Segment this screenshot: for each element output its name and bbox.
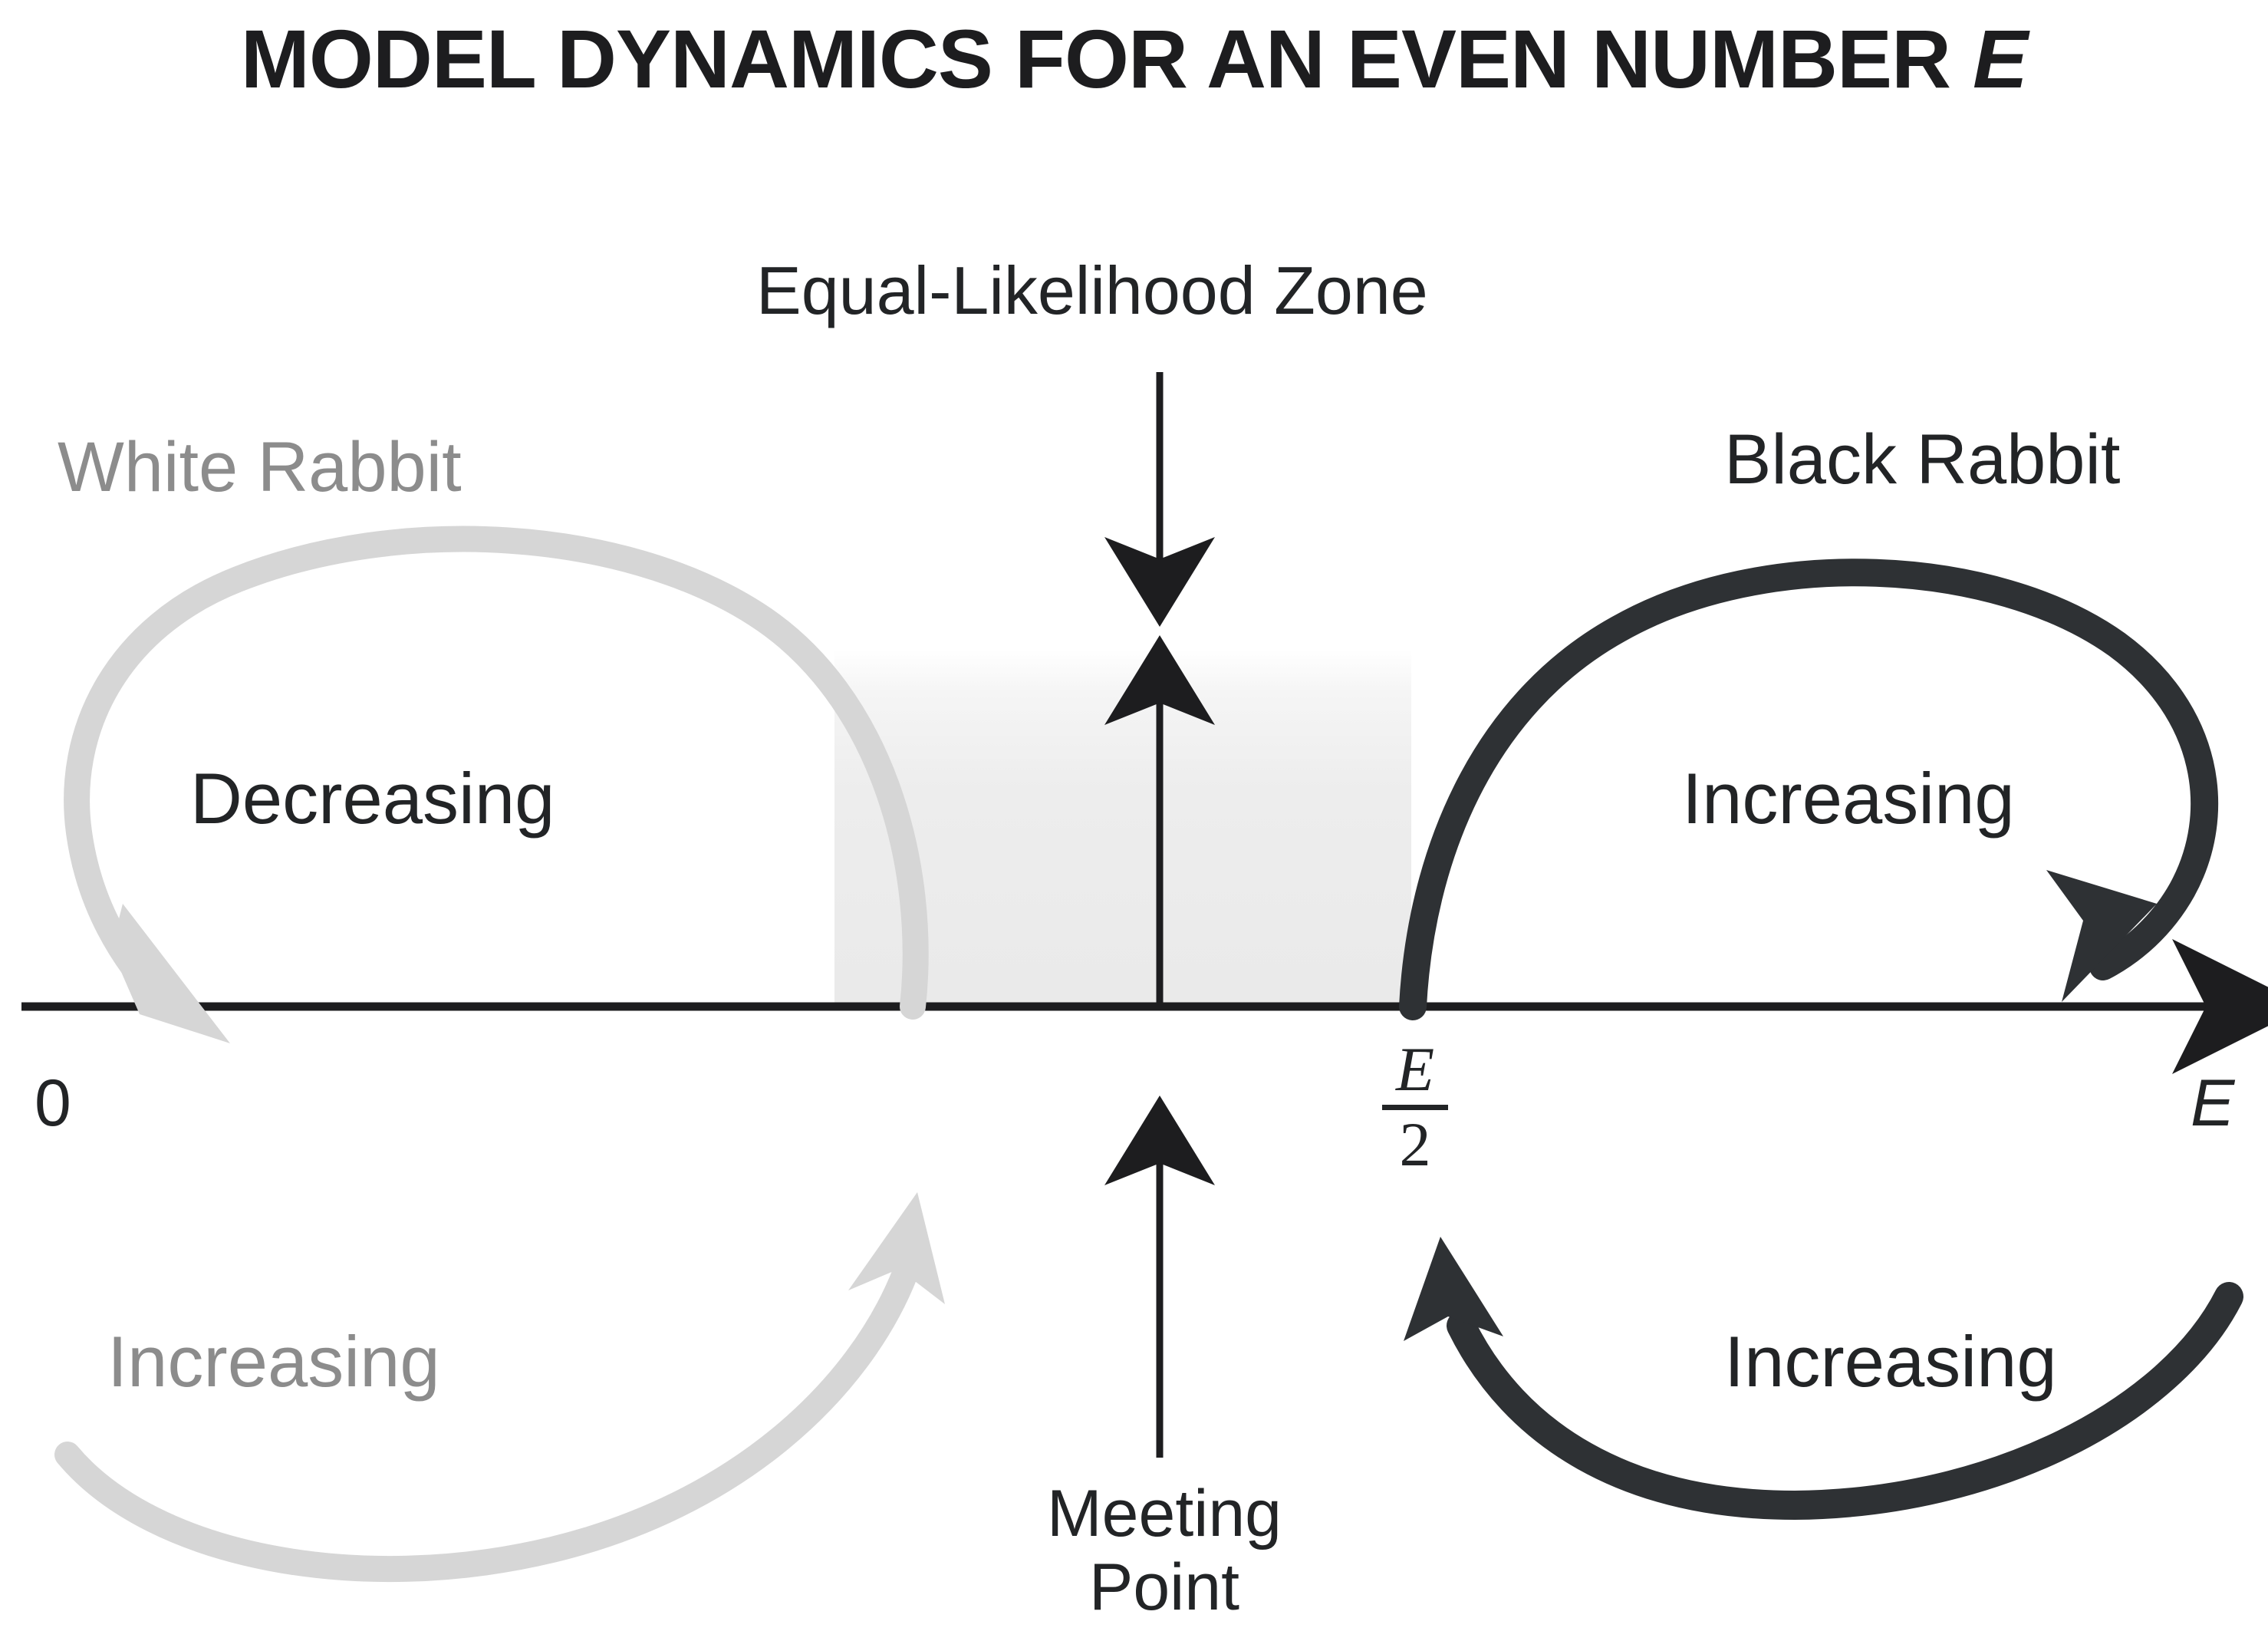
axis-origin-label: 0 bbox=[35, 1066, 71, 1140]
meeting-point-line-1: Meeting bbox=[1047, 1477, 1282, 1550]
black-rabbit-increasing-lower-label: Increasing bbox=[1724, 1321, 2057, 1402]
white-rabbit-decreasing-label: Decreasing bbox=[190, 758, 555, 839]
white-rabbit-decreasing-arc bbox=[64, 526, 929, 1043]
equal-likelihood-zone-label: Equal-Likelihood Zone bbox=[756, 252, 1428, 328]
black-increasing-above-arrowhead bbox=[2046, 870, 2157, 1002]
white-rabbit-increasing-arc bbox=[54, 1192, 945, 1583]
black-rabbit-label: Black Rabbit bbox=[1724, 420, 2121, 499]
black-increasing-above-path bbox=[1399, 559, 2219, 1020]
black-increasing-below-arrowhead bbox=[1404, 1237, 1503, 1341]
meeting-point-line-2: Point bbox=[1088, 1550, 1240, 1625]
axis-midpoint-label: E 2 bbox=[1373, 1034, 1457, 1179]
black-rabbit-increasing-arc-above bbox=[1399, 559, 2219, 1020]
black-increasing-below-path bbox=[1447, 1282, 2243, 1521]
black-rabbit-increasing-upper-label: Increasing bbox=[1682, 758, 2015, 839]
white-decreasing-arrowhead bbox=[111, 904, 230, 1043]
black-rabbit-increasing-arc-below bbox=[1404, 1237, 2243, 1521]
axis-end-label: E bbox=[2191, 1066, 2235, 1140]
white-increasing-arrowhead bbox=[848, 1192, 945, 1304]
fraction-bar bbox=[1382, 1104, 1448, 1110]
white-rabbit-increasing-label: Increasing bbox=[107, 1321, 440, 1402]
fraction-numerator: E bbox=[1395, 1034, 1435, 1104]
white-rabbit-label: White Rabbit bbox=[58, 428, 462, 506]
white-decreasing-path bbox=[64, 526, 929, 1020]
title-text: MODEL DYNAMICS FOR AN EVEN NUMBER bbox=[240, 12, 1973, 105]
white-increasing-path bbox=[54, 1260, 918, 1583]
page-title: MODEL DYNAMICS FOR AN EVEN NUMBER E bbox=[0, 11, 2268, 107]
fraction-denominator: 2 bbox=[1399, 1109, 1431, 1179]
title-variable-e: E bbox=[1973, 12, 2028, 105]
